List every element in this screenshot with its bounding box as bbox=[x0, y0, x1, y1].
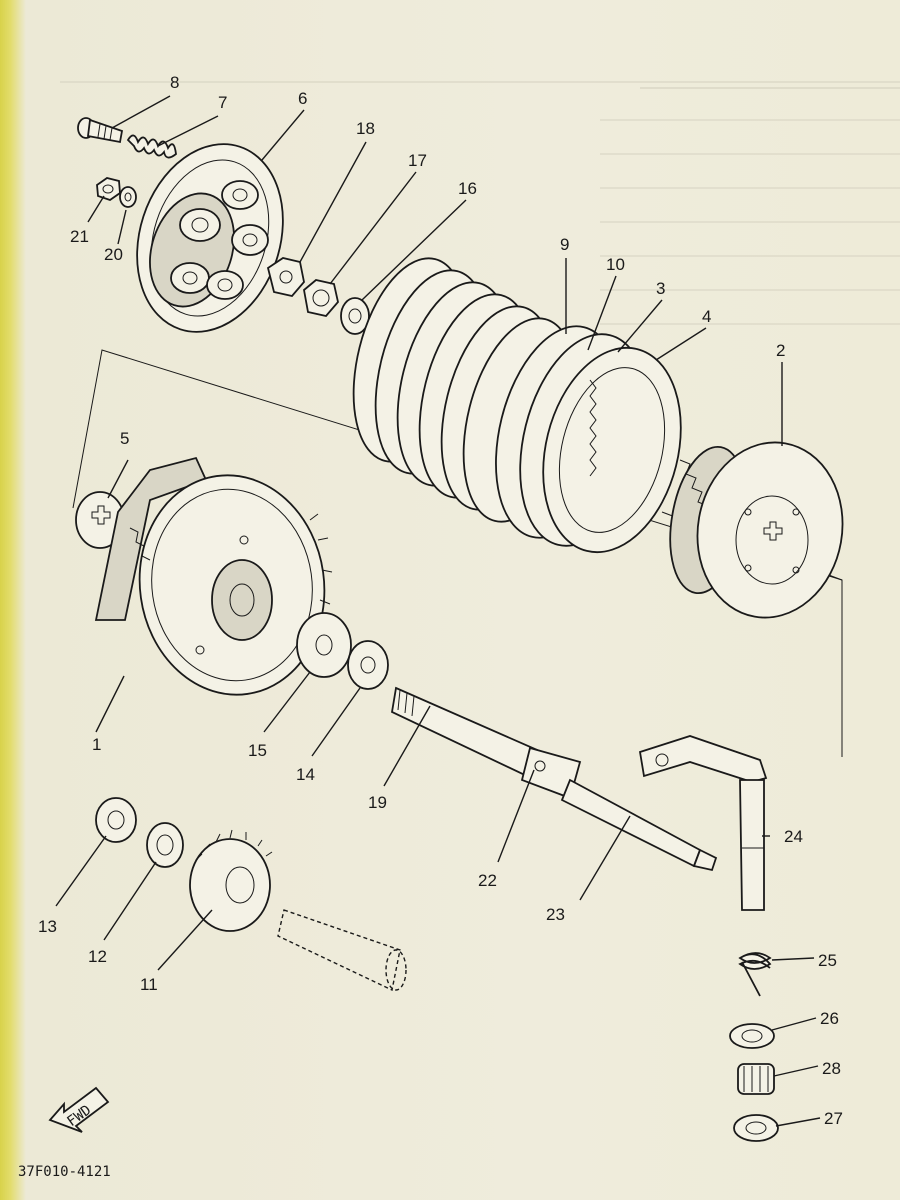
callout-17: 17 bbox=[408, 151, 427, 170]
callout-3: 3 bbox=[656, 279, 665, 298]
part-14-washer bbox=[347, 640, 389, 690]
callout-6: 6 bbox=[298, 89, 307, 108]
callout-18: 18 bbox=[356, 119, 375, 138]
part-4-friction-plate bbox=[542, 346, 682, 554]
drawing-code: 37F010-4121 bbox=[18, 1164, 111, 1180]
part-1-clutch-housing bbox=[94, 456, 333, 696]
leader-lines bbox=[55, 95, 821, 1127]
part-25-return-spring bbox=[738, 952, 772, 997]
callout-5: 5 bbox=[120, 429, 129, 448]
part-28-needle-bearing bbox=[737, 1063, 775, 1095]
callout-16: 16 bbox=[458, 179, 477, 198]
part-11-primary-drive-gear bbox=[189, 829, 273, 932]
part-21-nut bbox=[96, 177, 121, 201]
callout-2: 2 bbox=[776, 341, 785, 360]
part-26-oil-seal bbox=[729, 1023, 775, 1049]
part-17-nut bbox=[303, 279, 339, 317]
callout-9: 9 bbox=[560, 235, 569, 254]
callout-24: 24 bbox=[784, 827, 803, 846]
part-27-oil-seal bbox=[733, 1114, 779, 1142]
callout-1: 1 bbox=[92, 735, 101, 754]
callout-23: 23 bbox=[546, 905, 565, 924]
callout-28: 28 bbox=[822, 1059, 841, 1078]
callout-22: 22 bbox=[478, 871, 497, 890]
callout-12: 12 bbox=[88, 947, 107, 966]
part-23-shaft bbox=[520, 746, 718, 872]
callout-11: 11 bbox=[140, 975, 158, 994]
callout-labels: 8 7 6 18 17 16 21 20 9 10 3 4 2 5 1 15 1… bbox=[38, 73, 843, 1128]
callout-7: 7 bbox=[218, 93, 227, 112]
callout-10: 10 bbox=[606, 255, 625, 274]
callout-25: 25 bbox=[818, 951, 837, 970]
part-8-bolt bbox=[77, 117, 124, 144]
part-18-push-plate bbox=[266, 257, 305, 297]
part-6-pressure-plate bbox=[136, 143, 284, 333]
fwd-arrow: FWD bbox=[48, 1086, 110, 1133]
callout-20: 20 bbox=[104, 245, 123, 264]
callout-14: 14 bbox=[296, 765, 315, 784]
bleed-through-table bbox=[60, 81, 900, 325]
part-12-washer bbox=[146, 822, 184, 868]
part-24-lever bbox=[638, 735, 768, 911]
callout-27: 27 bbox=[824, 1109, 843, 1128]
callout-15: 15 bbox=[248, 741, 267, 760]
callout-19: 19 bbox=[368, 793, 387, 812]
part-2-clutch-boss bbox=[669, 441, 844, 619]
crankshaft-end bbox=[277, 909, 407, 992]
callout-8: 8 bbox=[170, 73, 179, 92]
part-9-friction-plates bbox=[352, 257, 578, 523]
callout-4: 4 bbox=[702, 307, 711, 326]
callout-21: 21 bbox=[70, 227, 89, 246]
part-20-washer bbox=[119, 186, 137, 208]
callout-13: 13 bbox=[38, 917, 57, 936]
part-16-lock-washer bbox=[340, 297, 370, 335]
part-7-spring bbox=[126, 134, 177, 159]
part-15-washer bbox=[296, 612, 352, 678]
callout-26: 26 bbox=[820, 1009, 839, 1028]
part-13-nut bbox=[95, 797, 137, 843]
